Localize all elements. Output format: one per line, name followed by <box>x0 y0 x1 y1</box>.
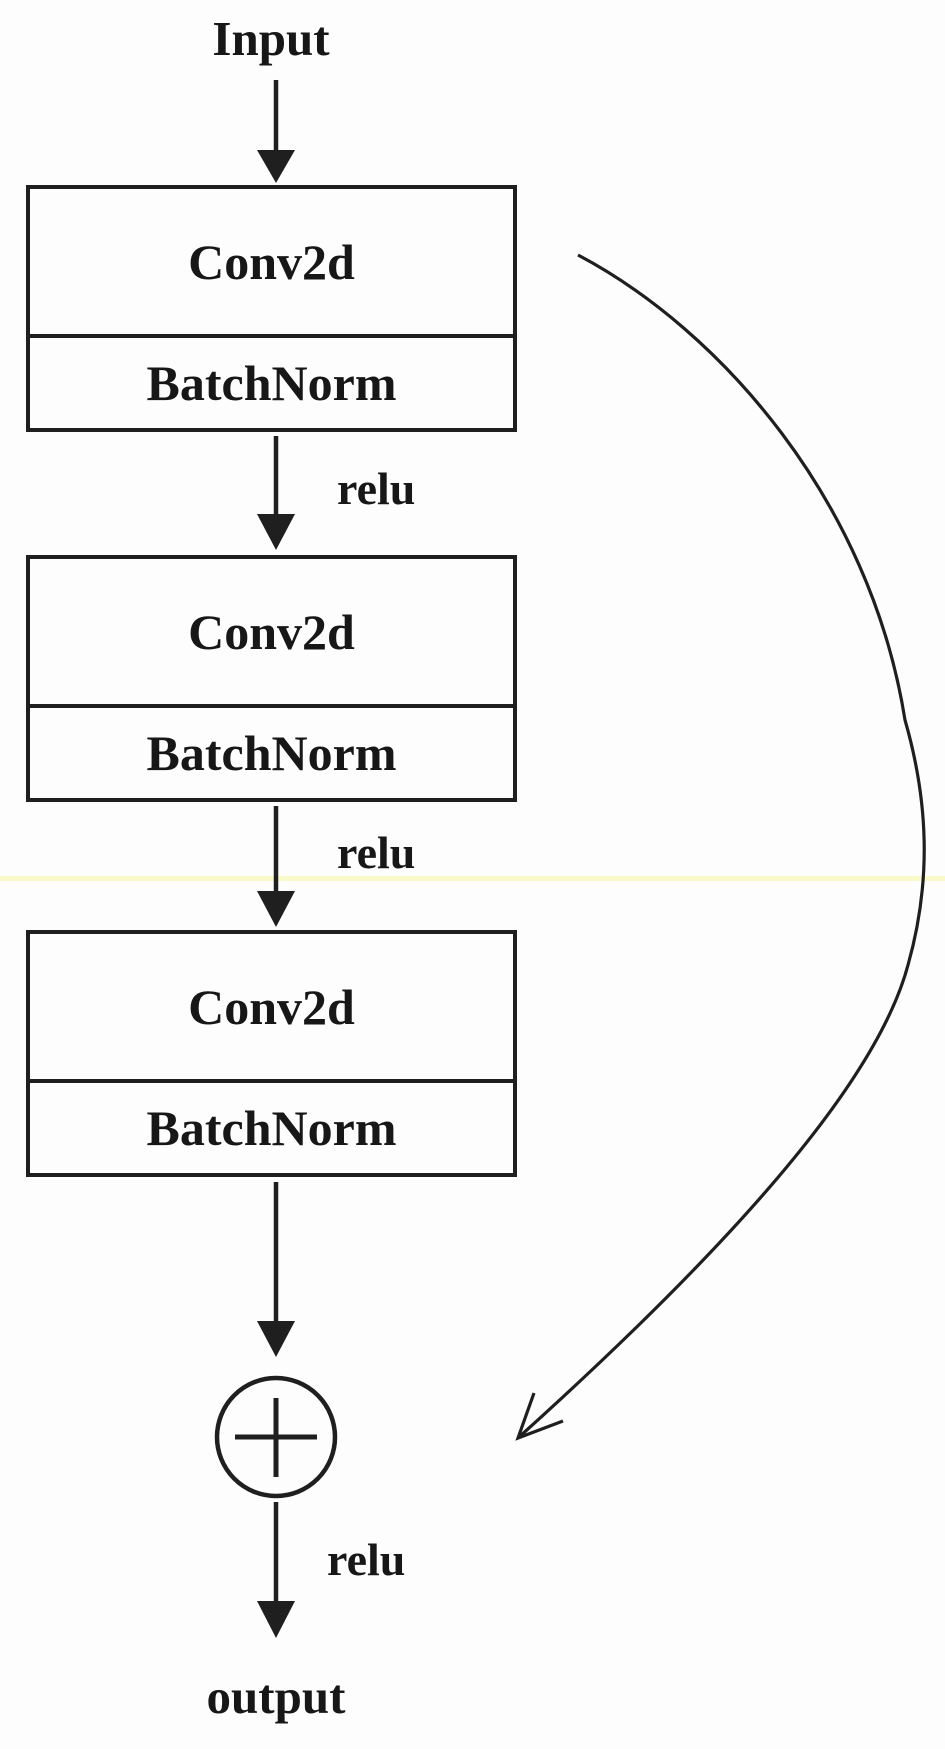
batchnorm-layer-label: BatchNorm <box>146 355 397 411</box>
conv-layer-label: Conv2d <box>188 978 355 1035</box>
conv-layer-label: Conv2d <box>188 603 355 660</box>
arrowhead-block1-block2 <box>257 514 295 550</box>
arrowhead-block3-sum <box>257 1321 295 1357</box>
skip-connection-curved-arrow-icon <box>515 253 926 1441</box>
highlight-line <box>0 876 945 881</box>
batchnorm-layer-cell: BatchNorm <box>30 1083 513 1173</box>
plus-in-circle-icon <box>214 1375 338 1499</box>
batchnorm-layer-cell: BatchNorm <box>30 708 513 798</box>
arrowhead-input <box>257 150 295 183</box>
conv-layer-cell: Conv2d <box>30 934 513 1083</box>
relu-label-2: relu <box>337 827 416 878</box>
conv-bn-block-2: Conv2d BatchNorm <box>26 555 517 802</box>
relu-label-3: relu <box>327 1534 406 1585</box>
conv-layer-label: Conv2d <box>188 233 355 290</box>
batchnorm-layer-label: BatchNorm <box>146 725 397 781</box>
arrowhead-sum-output <box>257 1601 295 1638</box>
conv-bn-block-3: Conv2d BatchNorm <box>26 930 517 1177</box>
batchnorm-layer-cell: BatchNorm <box>30 338 513 428</box>
conv-bn-block-1: Conv2d BatchNorm <box>26 185 517 432</box>
relu-label-1: relu <box>337 463 416 514</box>
output-label: output <box>206 1669 346 1724</box>
conv-layer-cell: Conv2d <box>30 189 513 338</box>
batchnorm-layer-label: BatchNorm <box>146 1100 397 1156</box>
input-label: Input <box>212 11 330 66</box>
conv-layer-cell: Conv2d <box>30 559 513 708</box>
arrowhead-block2-block3 <box>257 891 295 927</box>
